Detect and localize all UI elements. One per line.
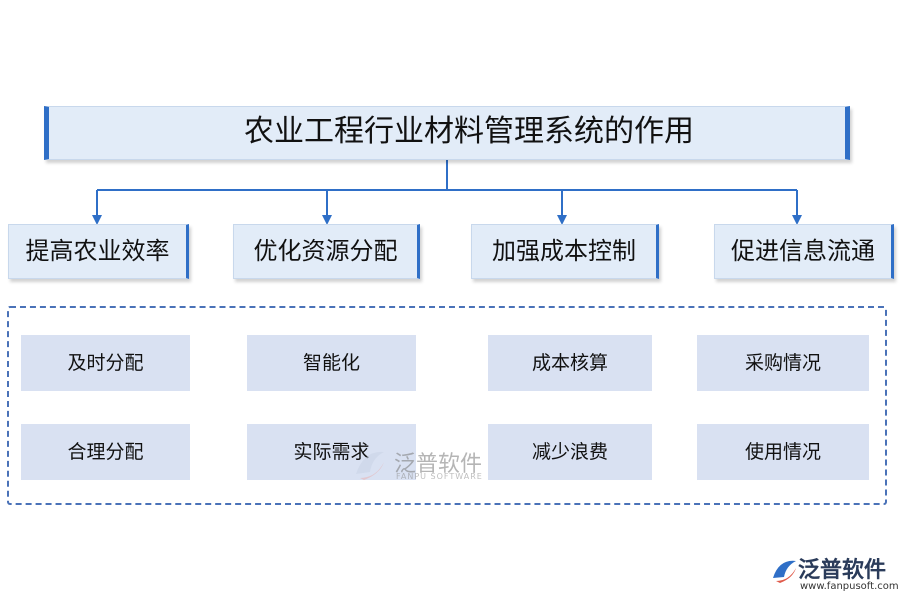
category-box-efficiency: 提高农业效率 [8, 224, 189, 279]
diagram-title: 农业工程行业材料管理系统的作用 [244, 114, 694, 149]
brand-url: www.fanpusoft.com [800, 581, 899, 592]
category-box-information: 促进信息流通 [714, 224, 894, 279]
watermark-text: 泛普软件 [394, 452, 483, 477]
category-box-resources: 优化资源分配 [233, 224, 420, 279]
brand-name: 泛普软件 [798, 557, 887, 583]
title-box: 农业工程行业材料管理系统的作用 [44, 106, 850, 160]
brand-logo-icon [773, 560, 796, 583]
leaf-box-timely-allocation: 及时分配 [21, 335, 190, 391]
leaf-box-cost-accounting: 成本核算 [488, 335, 652, 391]
category-box-cost: 加强成本控制 [471, 224, 659, 279]
watermark: 泛普软件 FANPU SOFTWARE [350, 444, 490, 484]
leaf-box-actual-demand: 实际需求 [247, 424, 416, 480]
leaf-box-intelligent: 智能化 [247, 335, 416, 391]
leaf-box-reduce-waste: 减少浪费 [488, 424, 652, 480]
leaf-box-purchase-status: 采购情况 [697, 335, 869, 391]
leaf-box-usage-status: 使用情况 [697, 424, 869, 480]
watermark-subtext: FANPU SOFTWARE [396, 472, 483, 481]
leaf-box-reasonable-allocation: 合理分配 [21, 424, 190, 480]
watermark-logo-icon [356, 451, 384, 480]
details-container [7, 306, 887, 505]
brand-logo: 泛普软件 www.fanpusoft.com [770, 552, 899, 597]
